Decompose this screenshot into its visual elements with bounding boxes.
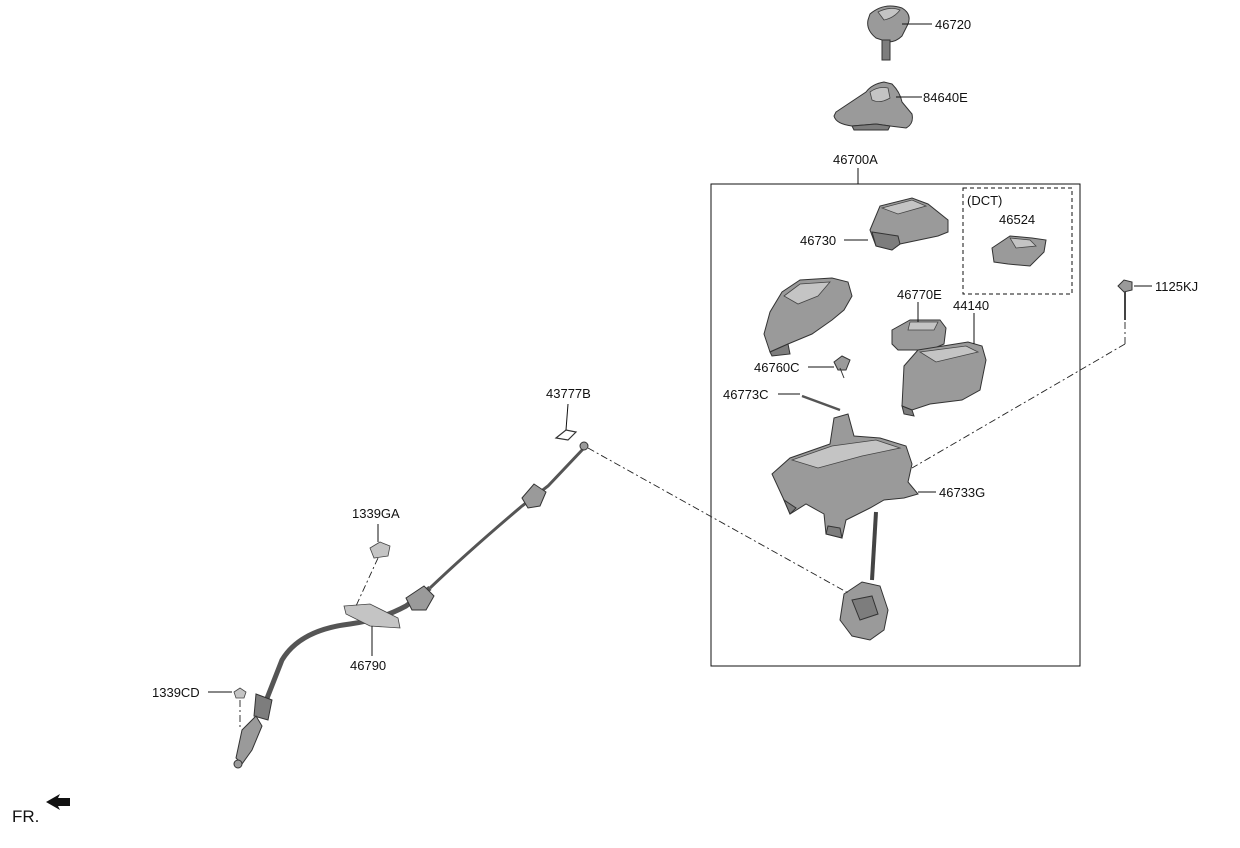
label-rod: 46773C xyxy=(723,387,769,402)
assembly-frame xyxy=(710,183,1081,667)
direction-marker: FR. xyxy=(12,807,39,826)
rod-part xyxy=(801,394,841,412)
boot-part xyxy=(833,81,913,131)
bracket-part xyxy=(771,413,919,539)
label-control-unit: 44140 xyxy=(953,298,989,313)
pin-part xyxy=(833,355,851,379)
label-nut-upper: 1339GA xyxy=(352,506,400,521)
nut-upper-part xyxy=(369,541,391,559)
label-nut-lower: 1339CD xyxy=(152,685,200,700)
side-cover-part xyxy=(763,277,853,357)
label-module: 46770E xyxy=(897,287,942,302)
dct-part xyxy=(991,235,1047,267)
label-dct-part: 46524 xyxy=(999,212,1035,227)
control-unit-part xyxy=(901,341,987,417)
label-clip: 43777B xyxy=(546,386,591,401)
nut-lower-part xyxy=(233,687,247,699)
label-dct-title: (DCT) xyxy=(967,193,1002,208)
label-cable: 46790 xyxy=(350,658,386,673)
cable-part xyxy=(233,441,589,769)
shift-lever-part xyxy=(839,511,889,641)
label-boot: 84640E xyxy=(923,90,968,105)
label-cover: 46730 xyxy=(800,233,836,248)
module-part xyxy=(891,319,947,351)
label-bolt: 1125KJ xyxy=(1155,279,1198,294)
label-assembly: 46700A xyxy=(833,152,878,167)
knob-part xyxy=(867,5,910,61)
dct-box xyxy=(962,187,1073,295)
clip-part xyxy=(554,403,578,441)
bolt-part xyxy=(1117,279,1133,320)
label-bracket: 46733G xyxy=(939,485,985,500)
label-pin: 46760C xyxy=(754,360,800,375)
label-knob: 46720 xyxy=(935,17,971,32)
cover-part xyxy=(869,197,949,251)
fr-arrow-icon xyxy=(46,794,70,810)
